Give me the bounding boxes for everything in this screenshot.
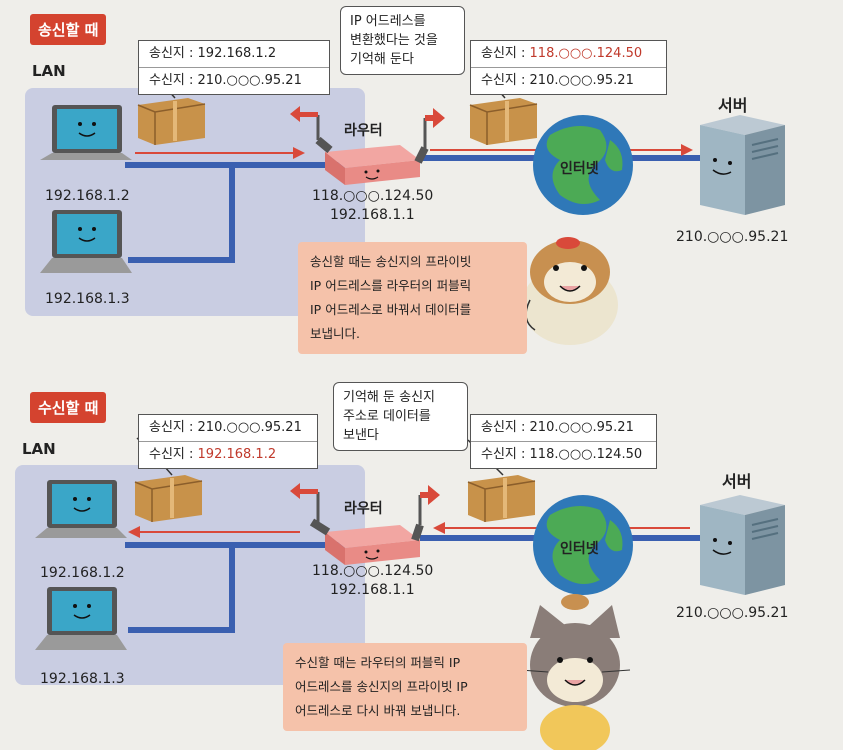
laptop-icon: [40, 210, 132, 273]
server-label: 서버: [718, 96, 748, 115]
note-line: IP 어드레스로 바꿔서 데이터를: [310, 302, 472, 317]
flow-arrowhead-wan: [433, 522, 445, 534]
server-icon: [700, 115, 785, 215]
router-private-ip: 192.168.1.1: [330, 207, 415, 223]
receiver-value: 192.168.1.2: [197, 447, 277, 462]
bubble-line: 주소로 데이터를: [343, 409, 431, 424]
section-label: 송신할 때: [30, 14, 107, 45]
router-public-ip: 118.○○○.124.50: [312, 188, 434, 204]
flow-arrowhead-lan: [128, 526, 140, 538]
package-icon: [467, 475, 536, 522]
router-label: 라우터: [344, 501, 383, 517]
bubble-line: 보낸다: [343, 428, 379, 443]
lan-cable: [125, 162, 345, 263]
receiver-row: 수신지 : 210.○○○.95.21: [149, 73, 302, 88]
server-ip: 210.○○○.95.21: [676, 605, 789, 621]
router-label: 라우터: [344, 123, 383, 139]
bubble-line: IP 어드레스를: [350, 14, 426, 29]
receiver-prefix: 수신지 :: [149, 447, 198, 462]
flag-left-icon: [290, 483, 320, 522]
note-line: 보냅니다.: [310, 326, 360, 341]
laptop-icon: [35, 587, 127, 650]
hamster-icon: [522, 237, 618, 345]
network-diagram: [40, 59, 785, 345]
flag-left-icon: [290, 106, 320, 140]
sender-prefix: 송신지 :: [481, 46, 530, 61]
packet-tag-before: 송신지 : 210.○○○.95.21 수신지 : 118.○○○.124.50: [470, 414, 657, 469]
section-label: 수신할 때: [30, 392, 107, 423]
bubble-line: 기억해 둔다: [350, 52, 414, 67]
lan-label: LAN: [32, 62, 66, 80]
router-private-ip: 192.168.1.1: [330, 582, 415, 598]
server-icon: [700, 495, 785, 595]
router-icon: [309, 518, 424, 565]
pc2-ip: 192.168.1.3: [45, 291, 130, 307]
flow-arrowhead-wan: [681, 144, 693, 156]
sender-row: 송신지 : 210.○○○.95.21: [471, 415, 656, 442]
package-icon: [469, 98, 538, 145]
flow-arrowhead-lan: [293, 147, 305, 159]
note-line: 송신할 때는 송신지의 프라이빗: [310, 254, 472, 269]
sender-value: 118.○○○.124.50: [529, 46, 643, 61]
pc2-ip: 192.168.1.3: [40, 671, 125, 687]
internet-label: 인터넷: [560, 541, 599, 557]
note-line: 어드레스로 다시 바꿔 보냅니다.: [295, 703, 461, 718]
server-label: 서버: [722, 472, 752, 491]
router-speech-bubble: 기억해 둔 송신지 주소로 데이터를 보낸다: [333, 382, 468, 451]
sender-row: 송신지 : 118.○○○.124.50: [471, 41, 666, 68]
internet-label: 인터넷: [560, 161, 599, 177]
receiver-row: 수신지 : 210.○○○.95.21: [481, 73, 634, 88]
explanation-note: 수신할 때는 라우터의 퍼블릭 IP 어드레스를 송신지의 프라이빗 IP 어드…: [283, 643, 527, 731]
package-icon: [137, 98, 206, 145]
bubble-line: 기억해 둔 송신지: [343, 390, 435, 405]
packet-tag-before: 송신지 : 192.168.1.2 수신지 : 210.○○○.95.21: [138, 40, 330, 95]
bubble-line: 변환했다는 것을: [350, 33, 438, 48]
packet-tag-after: 송신지 : 210.○○○.95.21 수신지 : 192.168.1.2: [138, 414, 318, 469]
cat-icon: [519, 594, 631, 750]
note-line: 수신할 때는 라우터의 퍼블릭 IP: [295, 655, 461, 670]
sender-row: 송신지 : 192.168.1.2: [139, 41, 329, 68]
note-line: 어드레스를 송신지의 프라이빗 IP: [295, 679, 468, 694]
packet-tag-after: 송신지 : 118.○○○.124.50 수신지 : 210.○○○.95.21: [470, 40, 667, 95]
flag-right-icon: [418, 485, 440, 525]
package-icon: [134, 475, 203, 522]
receiver-row: 수신지 : 192.168.1.2: [139, 442, 317, 468]
globe-icon: [533, 115, 633, 215]
sender-row: 송신지 : 210.○○○.95.21: [139, 415, 317, 442]
send-panel: 송신할 때 LAN: [0, 0, 843, 370]
laptop-icon: [40, 105, 132, 160]
flag-right-icon: [423, 108, 445, 150]
lan-label: LAN: [22, 440, 56, 458]
lan-cable: [125, 542, 345, 633]
router-speech-bubble: IP 어드레스를 변환했다는 것을 기억해 둔다: [340, 6, 465, 75]
router-icon: [315, 136, 429, 185]
globe-icon: [533, 495, 633, 595]
receive-panel: 수신할 때 LAN: [0, 380, 843, 750]
network-diagram: [35, 437, 785, 750]
router-public-ip: 118.○○○.124.50: [312, 563, 434, 579]
pc1-ip: 192.168.1.2: [45, 188, 130, 204]
pc1-ip: 192.168.1.2: [40, 565, 125, 581]
receiver-row: 수신지 : 118.○○○.124.50: [481, 447, 643, 462]
explanation-note: 송신할 때는 송신지의 프라이빗 IP 어드레스를 라우터의 퍼블릭 IP 어드…: [298, 242, 527, 354]
server-ip: 210.○○○.95.21: [676, 229, 789, 245]
note-line: IP 어드레스를 라우터의 퍼블릭: [310, 278, 472, 293]
laptop-icon: [35, 480, 127, 538]
